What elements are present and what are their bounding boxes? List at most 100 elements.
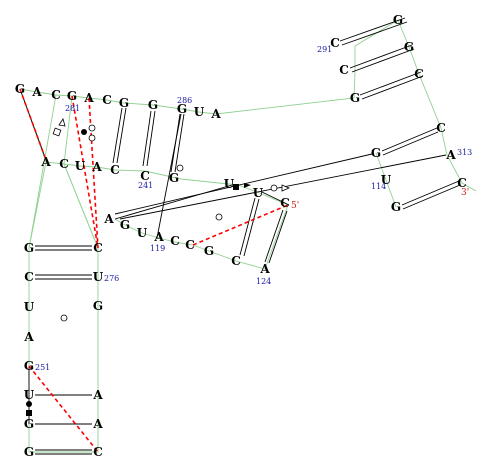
residue-number: 114	[371, 182, 386, 191]
pair-line	[359, 71, 422, 96]
pair-line	[114, 184, 233, 220]
nucleotide: A	[259, 262, 270, 276]
pair-line	[261, 191, 290, 206]
pair-line	[239, 197, 256, 256]
nucleotide: G	[93, 299, 103, 313]
nucleotide: U	[381, 173, 392, 187]
noncanonical-line	[192, 204, 289, 246]
nucleotide: C	[436, 121, 446, 135]
pair-line	[116, 107, 127, 164]
pair-line	[361, 75, 424, 100]
nucleotide: C	[140, 169, 150, 183]
nucleotide: C	[185, 238, 195, 252]
nucleotide: U	[93, 270, 104, 284]
open-circle-symbol	[88, 124, 96, 132]
open-triangle-symbol	[281, 184, 291, 192]
filled-circle-symbol	[81, 129, 87, 135]
five-prime-label: 5'	[291, 201, 299, 211]
open-triangle-symbol	[58, 118, 66, 127]
nucleotide: C	[93, 445, 103, 459]
pair-line	[401, 180, 460, 206]
backbone-strand-bottom	[28, 161, 289, 453]
residue-number: 291	[317, 45, 332, 54]
pair-line	[382, 131, 439, 156]
residue-number: 286	[177, 96, 192, 105]
filled-square-symbol	[26, 410, 32, 416]
noncanonical-line	[19, 88, 47, 161]
pair-line	[112, 107, 123, 164]
nucleotide: C	[24, 270, 34, 284]
nucleotide: A	[31, 85, 42, 99]
filled-square-symbol	[233, 184, 239, 190]
nucleotide: G	[169, 171, 179, 185]
backbone-link-b	[385, 179, 397, 208]
residue-numbers: 281 286 291 241 313 114 119 124 276 251 …	[35, 45, 472, 372]
nucleotide: U	[194, 105, 205, 119]
nucleotide: A	[92, 417, 103, 431]
pair-line	[381, 127, 438, 152]
nucleotide: A	[153, 230, 164, 244]
nucleotide: C	[457, 176, 467, 190]
nucleotide: U	[24, 388, 35, 402]
residue-number: 124	[256, 277, 271, 286]
nucleotide: U	[224, 177, 235, 191]
three-prime-label: 3'	[461, 188, 469, 198]
nucleotide: G	[24, 359, 34, 373]
nucleotide: G	[404, 40, 414, 54]
nucleotide: C	[110, 163, 120, 177]
nucleotide: U	[253, 186, 264, 200]
backbone-link-a	[375, 152, 387, 181]
noncanonical-line	[71, 95, 99, 249]
pair-symbols	[26, 118, 291, 416]
pair-line	[264, 209, 284, 263]
nucleotide: G	[24, 417, 34, 431]
backbone-link-e	[63, 163, 99, 249]
pair-line	[156, 113, 182, 239]
nucleotide: C	[339, 63, 349, 77]
nucleotide: G	[15, 82, 25, 96]
nucleotide: G	[371, 146, 381, 160]
open-circle-symbol	[60, 314, 68, 322]
nucleotide: C	[231, 254, 241, 268]
nucleotide: C	[59, 157, 69, 171]
filled-circle-symbol	[26, 401, 32, 407]
backbone-link-d	[28, 94, 57, 249]
nucleotide: C	[51, 88, 61, 102]
filled-triangle-symbol	[244, 183, 251, 188]
pair-line	[402, 184, 461, 210]
nucleotide: G	[393, 13, 403, 27]
nucleotide: C	[93, 241, 103, 255]
backbone-strand-top	[19, 19, 477, 192]
nucleotide: A	[210, 107, 221, 121]
nucleotide: A	[103, 212, 114, 226]
nucleotide: G	[24, 241, 34, 255]
nucleotide: A	[83, 91, 94, 105]
backbone-link-f	[63, 95, 73, 165]
base-pairs	[19, 17, 461, 455]
nucleotide: G	[350, 91, 360, 105]
nucleotide: G	[148, 98, 158, 112]
backbone-lines	[19, 19, 477, 453]
pair-line	[243, 198, 260, 257]
nucleotide: A	[23, 330, 34, 344]
open-circle-symbol	[88, 134, 96, 142]
open-square-symbol	[52, 127, 62, 137]
open-circle-symbol	[270, 184, 278, 192]
residue-number: 119	[150, 244, 165, 253]
nucleotide: U	[24, 300, 35, 314]
nucleotide: G	[391, 200, 401, 214]
nucleotide: G	[120, 218, 130, 232]
nucleotide: U	[75, 159, 86, 173]
pair-line	[351, 48, 415, 73]
pair-line	[339, 17, 406, 42]
pair-line	[268, 210, 288, 264]
nucleotide: A	[91, 160, 102, 174]
nucleotide: C	[170, 234, 180, 248]
pair-line	[174, 113, 185, 173]
nucleotide-labels: G A C G A C G G U A G C C G C G A G U C …	[15, 13, 467, 459]
residue-number: 251	[35, 363, 50, 372]
residue-number: 281	[65, 104, 80, 113]
residue-number: 241	[138, 181, 153, 190]
nucleotide: G	[67, 89, 77, 103]
